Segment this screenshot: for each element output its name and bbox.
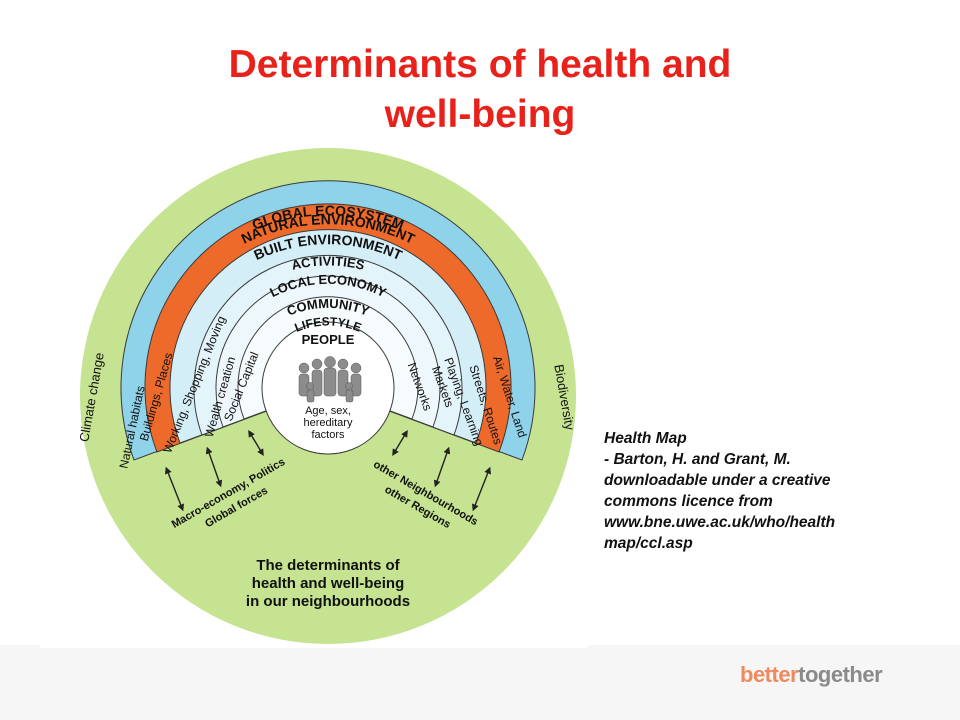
right-arrows [392, 429, 491, 512]
image-credit-caption: Health Map - Barton, H. and Grant, M. do… [604, 428, 944, 554]
arrow-right-3 [392, 429, 408, 457]
bottom-caption-line-1: The determinants of [256, 557, 400, 574]
slide-title: Determinants of health and well-being [0, 40, 960, 140]
slide-title-line-2: well-being [384, 93, 576, 136]
core-text-line-3: factors [311, 429, 345, 441]
caption-line-1: Health Map [604, 430, 687, 447]
logo-part-together: together [798, 662, 883, 687]
slide-title-line-1: Determinants of health and [228, 43, 732, 86]
caption-line-6: map/ccl.asp [604, 535, 693, 552]
caption-line-3: downloadable under a creative [604, 472, 831, 489]
caption-line-5: www.bne.uwe.ac.uk/who/health [604, 514, 836, 531]
arrow-left-1 [165, 466, 184, 512]
label-people: PEOPLE [302, 332, 355, 347]
caption-line-4: commons licence from [604, 493, 773, 510]
label-activities: ACTIVITIES [290, 253, 366, 272]
bettertogether-logo: bettertogether [740, 662, 883, 688]
label-lifestyle: LIFESTYLE [293, 314, 364, 334]
arrow-left-3 [248, 429, 264, 457]
label-community: COMMUNITY [285, 296, 372, 319]
people-group-icon [298, 356, 362, 403]
bottom-caption-line-3: in our neighbourhoods [246, 593, 410, 610]
logo-part-better: better [740, 662, 799, 687]
arrow-left-2 [205, 446, 223, 488]
left-arrows [165, 429, 264, 512]
core-text-line-1: Age, sex, [305, 405, 351, 417]
core-text-line-2: hereditary [304, 417, 353, 429]
bottom-caption-line-2: health and well-being [252, 575, 405, 592]
arrow-right-1 [472, 466, 491, 512]
health-map-diagram: GLOBAL ECOSYSTEM NATURAL ENVIRONMENT BUI… [40, 148, 588, 648]
arrow-right-2 [433, 446, 451, 488]
caption-line-2: - Barton, H. and Grant, M. [604, 451, 791, 468]
health-map-svg: GLOBAL ECOSYSTEM NATURAL ENVIRONMENT BUI… [76, 148, 578, 644]
footer-band [0, 645, 960, 720]
